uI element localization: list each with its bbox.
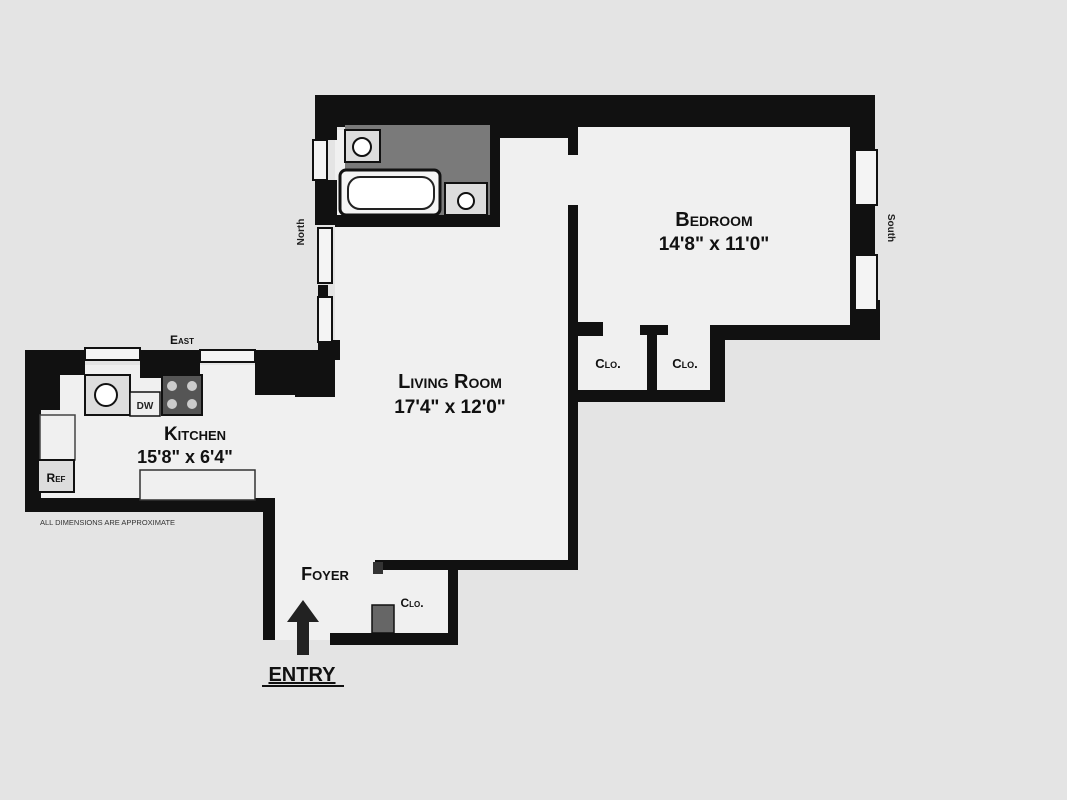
approximate-note: ALL DIMENSIONS ARE APPROXIMATE	[40, 518, 175, 527]
foyer-label: Foyer	[301, 564, 349, 584]
wall-foyer-closet	[448, 560, 458, 645]
window-east-1	[84, 347, 141, 361]
kitchen-fixtures	[37, 374, 256, 501]
wall-foyer-left	[263, 505, 275, 640]
window-east-2	[199, 349, 256, 363]
counter-bottom-icon	[139, 469, 256, 501]
window-south-2	[854, 254, 878, 311]
compass-east-label: East	[170, 333, 194, 347]
closet-label-right: Clo.	[672, 356, 698, 371]
dishwasher-label: DW	[137, 401, 154, 412]
wall-closet-divider	[647, 328, 657, 398]
window-north-1	[312, 139, 328, 181]
dishwasher-icon	[129, 391, 161, 417]
refrigerator-label: Ref	[47, 471, 66, 485]
bathroom	[338, 125, 490, 217]
bedroom-label: Bedroom	[675, 209, 752, 231]
wall-bath-right	[490, 128, 500, 226]
wall-partition	[568, 205, 578, 570]
foyer-closet-label: Clo.	[400, 596, 423, 610]
windows	[84, 139, 878, 363]
wall-kitchen-bottom	[25, 498, 275, 512]
wall-partition-top	[568, 125, 578, 155]
wall-top	[315, 95, 875, 127]
foyer-closet-fixture	[371, 604, 395, 634]
wall-bath-bottom	[335, 215, 500, 227]
window-north-2	[317, 227, 333, 284]
wall-living-bottom	[375, 560, 578, 570]
entry-label: ENTRY	[268, 664, 336, 686]
wall-closet-right	[710, 325, 725, 400]
closet-label-left: Clo.	[595, 356, 621, 371]
wall-bedroom-bottom	[710, 325, 875, 340]
living-room-dimensions: 17'4" x 12'0"	[394, 397, 506, 418]
living-room-label: Living Room	[398, 371, 502, 393]
stove-icon	[161, 374, 203, 416]
compass-north-label: North	[296, 219, 307, 246]
kitchen-dimensions: 15'8" x 6'4"	[137, 447, 233, 467]
wall-foyer-bottom	[330, 633, 458, 645]
counter-icon	[39, 414, 76, 461]
window-north-3	[317, 296, 333, 343]
entry-underline	[262, 685, 344, 687]
kitchen-label: Kitchen	[164, 424, 226, 445]
refrigerator-icon	[37, 459, 75, 493]
compass-south-label: South	[885, 214, 896, 242]
window-south-1	[854, 149, 878, 206]
bedroom-dimensions: 14'8" x 11'0"	[659, 234, 770, 255]
entry-arrow-icon	[287, 600, 319, 655]
